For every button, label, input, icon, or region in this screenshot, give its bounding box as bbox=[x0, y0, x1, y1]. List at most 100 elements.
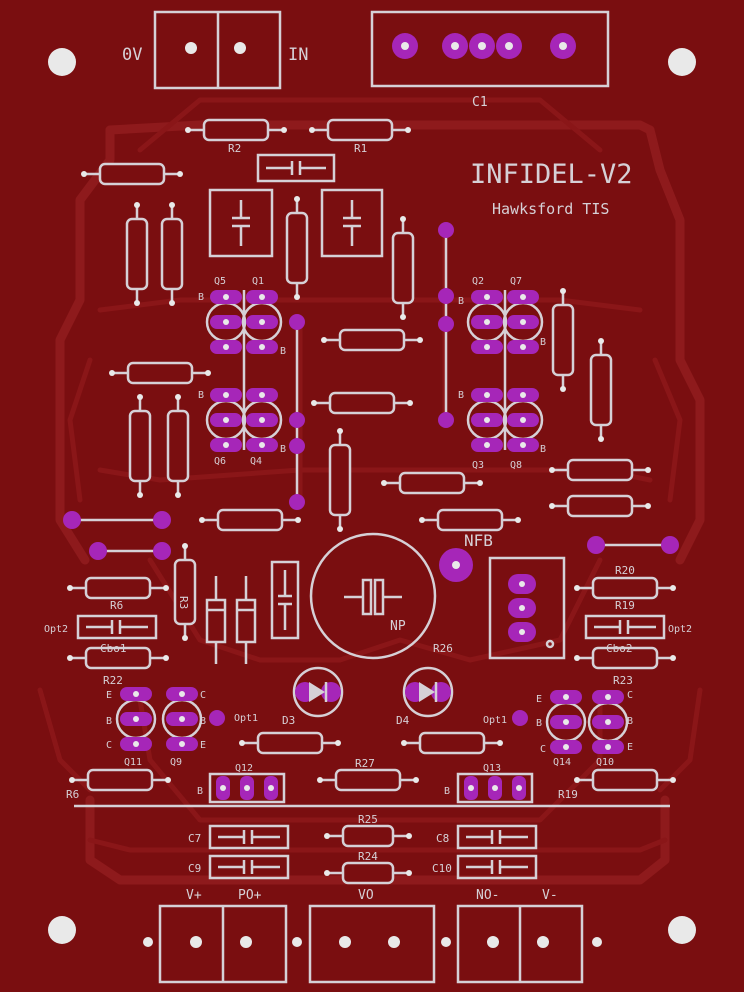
svg-text:C: C bbox=[200, 690, 206, 701]
film-capacitors bbox=[76, 153, 666, 880]
resistor bbox=[401, 731, 503, 755]
label-poplus: PO+ bbox=[238, 888, 262, 903]
transistor bbox=[502, 388, 544, 452]
label-q14: Q14 bbox=[553, 757, 571, 768]
label-cbo1: Cbo1 bbox=[100, 642, 127, 655]
svg-text:B: B bbox=[458, 296, 464, 307]
label-q6: Q6 bbox=[214, 456, 226, 467]
resistor bbox=[549, 494, 651, 518]
resistor bbox=[381, 471, 483, 495]
resistor bbox=[549, 458, 651, 482]
svg-text:B: B bbox=[540, 337, 546, 348]
resistors bbox=[67, 118, 676, 885]
label-r6b: R6 bbox=[66, 788, 79, 801]
q13-strip bbox=[456, 772, 534, 804]
label-r2: R2 bbox=[228, 142, 241, 155]
svg-text:B: B bbox=[536, 718, 542, 729]
resistor bbox=[589, 338, 613, 442]
svg-text:B: B bbox=[540, 444, 546, 455]
label-q12: Q12 bbox=[235, 763, 253, 774]
label-cbo2: Cbo2 bbox=[606, 642, 633, 655]
pin-letters: B B B B B B B B E B C C B E E B C C B E … bbox=[106, 292, 633, 797]
label-vminus: V- bbox=[542, 888, 558, 903]
label-q3: Q3 bbox=[472, 460, 484, 471]
label-q13: Q13 bbox=[483, 763, 501, 774]
transistor bbox=[205, 388, 247, 452]
led-d3: D3 bbox=[282, 666, 344, 727]
transistor bbox=[241, 290, 283, 354]
svg-text:C: C bbox=[540, 744, 546, 755]
resistor bbox=[419, 508, 521, 532]
resistor bbox=[166, 394, 190, 498]
label-opt2-right: Opt2 bbox=[668, 624, 692, 635]
svg-text:B: B bbox=[106, 716, 112, 727]
resistor bbox=[574, 576, 676, 600]
label-r26: R26 bbox=[433, 642, 453, 655]
transistor bbox=[587, 690, 629, 754]
resistor bbox=[317, 768, 419, 792]
label-nfb: NFB bbox=[464, 531, 493, 550]
label-r20: R20 bbox=[615, 564, 635, 577]
transistors bbox=[115, 290, 629, 754]
resistor bbox=[551, 288, 575, 392]
label-r24: R24 bbox=[358, 850, 378, 863]
label-d4: D4 bbox=[396, 714, 410, 727]
label-r27: R27 bbox=[355, 757, 375, 770]
label-c8: C8 bbox=[436, 832, 449, 845]
transistor bbox=[466, 290, 508, 354]
resistor bbox=[67, 576, 169, 600]
label-c1: C1 bbox=[472, 95, 488, 110]
board-title: INFIDEL-V2 bbox=[470, 159, 633, 190]
svg-text:C: C bbox=[627, 690, 633, 701]
resistor bbox=[81, 162, 183, 186]
svg-text:B: B bbox=[200, 716, 206, 727]
svg-text:B: B bbox=[198, 292, 204, 303]
label-r19b: R19 bbox=[558, 788, 578, 801]
resistor bbox=[239, 731, 341, 755]
svg-text:B: B bbox=[197, 786, 203, 797]
label-r22: R22 bbox=[103, 674, 123, 687]
label-opt1-right: Opt1 bbox=[483, 715, 507, 726]
resistor bbox=[185, 118, 287, 142]
label-opt1-left: Opt1 bbox=[234, 713, 258, 724]
svg-text:E: E bbox=[627, 742, 633, 753]
label-0v: 0V bbox=[122, 45, 142, 65]
svg-text:E: E bbox=[106, 690, 112, 701]
resistor bbox=[67, 646, 169, 670]
label-opt2-left: Opt2 bbox=[44, 624, 68, 635]
transistor bbox=[241, 388, 283, 452]
svg-text:B: B bbox=[458, 390, 464, 401]
resistor bbox=[311, 391, 413, 415]
resistor bbox=[125, 202, 149, 306]
resistor bbox=[173, 543, 197, 641]
svg-text:B: B bbox=[280, 346, 286, 357]
mounting-hole bbox=[48, 48, 76, 76]
resistor bbox=[199, 508, 301, 532]
resistor bbox=[324, 861, 412, 885]
label-r25: R25 bbox=[358, 813, 378, 826]
svg-text:B: B bbox=[627, 716, 633, 727]
label-vo: VO bbox=[358, 888, 374, 903]
label-d3: D3 bbox=[282, 714, 295, 727]
resistor bbox=[574, 646, 676, 670]
led-d4: D4 bbox=[396, 666, 454, 727]
label-c9: C9 bbox=[188, 862, 201, 875]
resistor bbox=[324, 824, 412, 848]
label-nominus: NO- bbox=[476, 888, 499, 903]
mounting-hole bbox=[668, 916, 696, 944]
label-r6: R6 bbox=[110, 599, 123, 612]
label-in: IN bbox=[288, 45, 308, 65]
output-connectors: V+ PO+ VO NO- V- bbox=[143, 888, 602, 984]
label-c10: C10 bbox=[432, 862, 452, 875]
q12-strip bbox=[208, 772, 286, 804]
transistor bbox=[466, 388, 508, 452]
label-r23: R23 bbox=[613, 674, 633, 687]
wire-links bbox=[63, 222, 679, 726]
transistor bbox=[115, 687, 157, 751]
np-capacitor: NP bbox=[309, 532, 437, 660]
mounting-hole bbox=[668, 48, 696, 76]
label-q11: Q11 bbox=[124, 757, 142, 768]
svg-text:E: E bbox=[200, 740, 206, 751]
resistor bbox=[391, 216, 415, 320]
